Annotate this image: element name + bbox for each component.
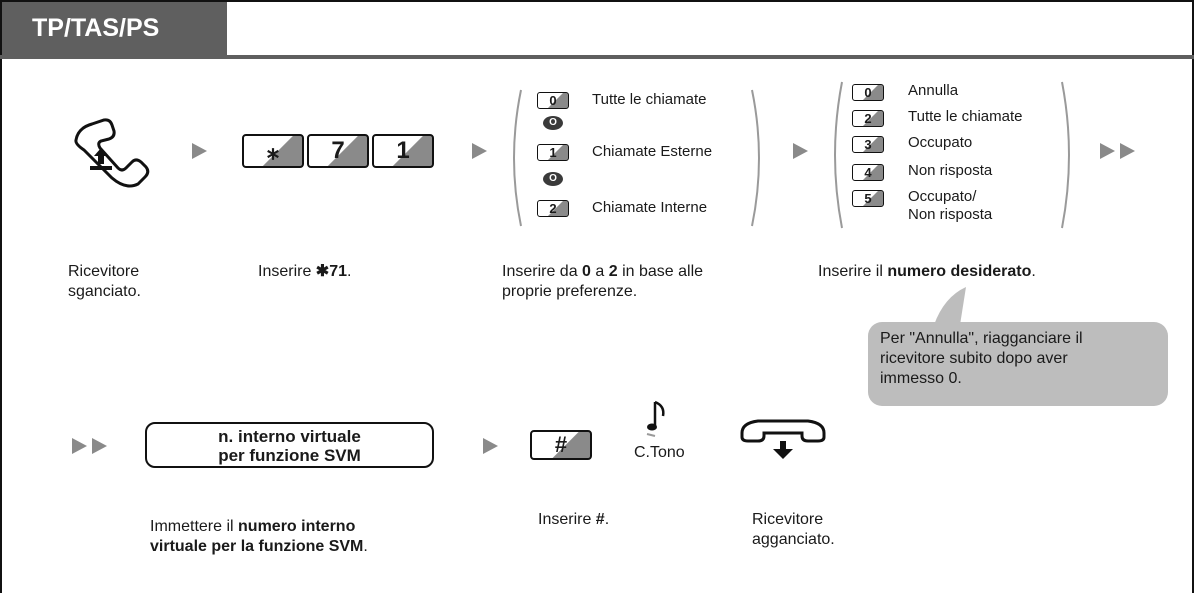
key-7: 7	[307, 134, 369, 168]
bracket-right-icon	[1061, 81, 1070, 229]
bracket-left-icon	[513, 89, 522, 227]
arrow-right-icon	[472, 143, 487, 159]
note-callout: Per "Annulla", riagganciare il ricevitor…	[868, 322, 1168, 406]
header-rule	[0, 55, 1194, 59]
key-4-small: 4	[852, 164, 884, 181]
option-label: Non risposta	[908, 162, 993, 179]
double-arrow-icon	[92, 438, 107, 454]
key-0-small: 0	[852, 84, 884, 101]
option-label: Occupato/	[908, 188, 977, 205]
option-label: Annulla	[908, 82, 959, 99]
callout-pointer	[934, 287, 966, 325]
tone-note-icon	[646, 400, 665, 437]
step-label-calltype: Inserire da 0 a 2 in base alle proprie p…	[502, 263, 704, 300]
bracket-right-icon	[751, 89, 760, 227]
key-star: ⁎	[242, 134, 304, 168]
arrow-right-icon	[483, 438, 498, 454]
key-2-small: 2	[537, 200, 569, 217]
option-label: Chiamate Interne	[592, 199, 708, 216]
bracket-left-icon	[834, 81, 843, 229]
option-label: Tutte le chiamate	[592, 91, 707, 108]
step-label-number: Inserire il numero desiderato.	[818, 263, 1036, 280]
option-label: Occupato	[908, 134, 973, 151]
handset-offhook-icon	[74, 118, 150, 188]
step-label-feature: Inserire ✱71.	[258, 263, 352, 280]
key-0: 0	[537, 92, 569, 109]
key-2-small: 2	[852, 110, 884, 127]
key-hash: #	[530, 430, 592, 460]
arrow-right-icon	[192, 143, 207, 159]
double-arrow-icon	[1100, 143, 1115, 159]
option-label: Non risposta	[908, 206, 993, 223]
step-label-svm: Immettere il numero interno virtuale per…	[150, 518, 368, 555]
key-1: 1	[372, 134, 434, 168]
key-1-small: 1	[537, 144, 569, 161]
option-label: Tutte le chiamate	[908, 108, 1023, 125]
key-5-small: 5	[852, 190, 884, 207]
or-icon: O	[543, 116, 563, 130]
header-tab: TP/TAS/PS	[2, 2, 227, 55]
svm-extension-box: n. interno virtuale per funzione SVM	[145, 422, 434, 468]
step-label-offhook: Ricevitore sganciato.	[68, 263, 141, 300]
or-icon: O	[543, 172, 563, 186]
arrow-right-icon	[793, 143, 808, 159]
handset-onhook-icon	[740, 419, 826, 459]
step-label-onhook: Ricevitore agganciato.	[752, 511, 835, 548]
option-label: Chiamate Esterne	[592, 143, 713, 160]
key-3-small: 3	[852, 136, 884, 153]
double-arrow-icon	[72, 438, 87, 454]
step-label-hash: Inserire #.	[538, 511, 610, 528]
double-arrow-icon	[1120, 143, 1135, 159]
tone-label: C.Tono	[634, 444, 685, 461]
